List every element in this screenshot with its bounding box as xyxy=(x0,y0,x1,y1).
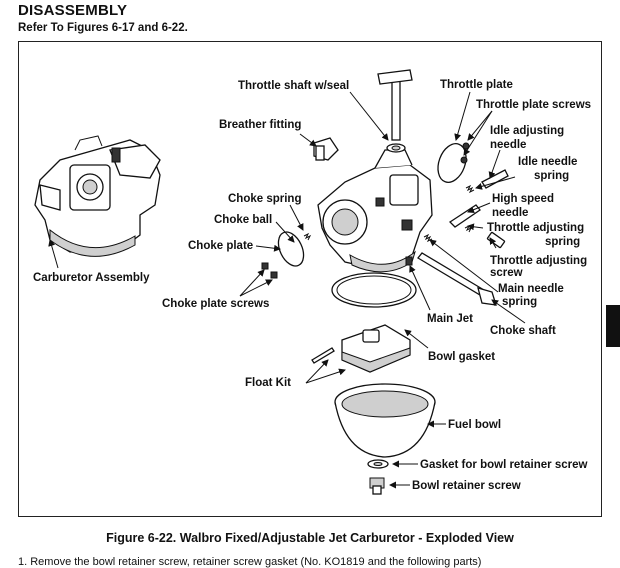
label-bowl-retainer-screw: Bowl retainer screw xyxy=(412,480,521,492)
figure-frame xyxy=(18,41,602,517)
label-main-jet: Main Jet xyxy=(427,313,473,325)
carburetor-body-illustration xyxy=(317,149,433,273)
part-labels: Throttle shaft w/seal Throttle plate Thr… xyxy=(33,79,591,492)
label-idle-adjusting-needle-2: needle xyxy=(490,139,526,151)
label-throttle-plate: Throttle plate xyxy=(440,79,513,91)
label-carburetor-assembly: Carburetor Assembly xyxy=(33,272,150,284)
label-throttle-adjusting-screw-1: Throttle adjusting xyxy=(490,255,587,267)
label-choke-plate: Choke plate xyxy=(188,240,253,252)
breather-fitting-illustration xyxy=(313,137,339,161)
throttle-plate-illustration xyxy=(437,142,470,183)
float-kit-illustration xyxy=(311,324,411,373)
carburetor-assembly-illustration xyxy=(34,135,161,257)
label-throttle-adjusting-spring-1: Throttle adjusting xyxy=(487,222,584,234)
label-high-speed-needle-1: High speed xyxy=(492,193,554,205)
label-main-needle-spring-2: spring xyxy=(502,296,537,308)
label-fuel-bowl: Fuel bowl xyxy=(448,419,501,431)
label-float-kit: Float Kit xyxy=(245,377,291,389)
leader-lines xyxy=(48,91,526,489)
bowl-gasket-illustration xyxy=(331,272,417,308)
figure-caption: Figure 6-22. Walbro Fixed/Adjustable Jet… xyxy=(106,531,514,545)
label-main-needle-spring-1: Main needle xyxy=(498,283,564,295)
label-throttle-shaft: Throttle shaft w/seal xyxy=(238,80,349,92)
label-breather-fitting: Breather fitting xyxy=(219,119,301,131)
bowl-retainer-screw-illustration xyxy=(369,477,385,495)
main-jet-illustration xyxy=(405,256,413,266)
label-idle-adjusting-needle-1: Idle adjusting xyxy=(490,125,564,137)
label-idle-needle-spring-2: spring xyxy=(534,170,569,182)
label-high-speed-needle-2: needle xyxy=(492,207,528,219)
label-throttle-adjusting-screw-2: screw xyxy=(490,267,523,279)
figure-reference: Refer To Figures 6-17 and 6-22. xyxy=(18,22,188,34)
section-tab-marker xyxy=(606,305,620,347)
label-choke-shaft: Choke shaft xyxy=(490,325,556,337)
body-text-cutoff: 1. Remove the bowl retainer screw, retai… xyxy=(18,556,482,568)
choke-parts-illustration xyxy=(261,231,312,279)
label-gasket-bowl-retainer: Gasket for bowl retainer screw xyxy=(420,459,588,471)
label-choke-ball: Choke ball xyxy=(214,214,272,226)
label-choke-plate-screws: Choke plate screws xyxy=(162,298,269,310)
label-idle-needle-spring-1: Idle needle xyxy=(518,156,577,168)
throttle-shaft-illustration xyxy=(377,69,413,153)
label-choke-spring: Choke spring xyxy=(228,193,301,205)
label-throttle-adjusting-spring-2: spring xyxy=(545,236,580,248)
page-title: DISASSEMBLY xyxy=(18,2,128,19)
label-throttle-plate-screws: Throttle plate screws xyxy=(476,99,591,111)
fuel-bowl-illustration xyxy=(334,383,436,458)
label-bowl-gasket: Bowl gasket xyxy=(428,351,495,363)
